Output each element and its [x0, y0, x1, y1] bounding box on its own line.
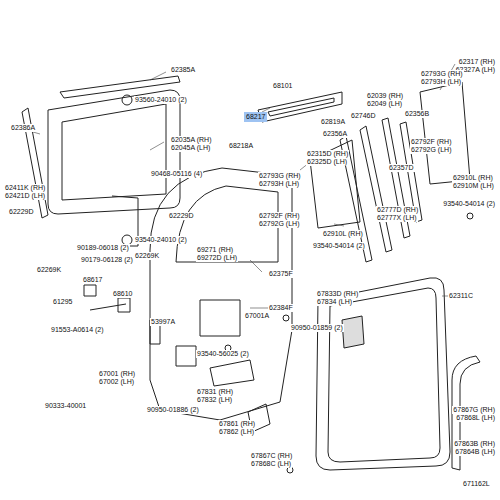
part-number: 67867G (RH) — [452, 406, 496, 414]
part-number: 62357D — [388, 164, 415, 172]
part-number: 68610 — [112, 290, 133, 298]
part-number: 62910L (RH) — [322, 230, 364, 238]
part-number: 62777D (RH) — [376, 206, 419, 214]
part-number: 671162L — [462, 480, 491, 488]
door-panel-hole — [200, 300, 240, 336]
part-number: 62269K — [36, 266, 62, 274]
part-number: 62746D — [350, 112, 377, 120]
part-number: 62792G (LH) — [258, 220, 300, 228]
part-number: 67832 (LH) — [196, 396, 233, 404]
part-number: 62311C — [448, 292, 474, 300]
part-number: 62793H (LH) — [420, 78, 462, 86]
part-number: 68218A — [228, 142, 254, 150]
part-number: 67867C (RH) — [250, 452, 293, 460]
screw-symbol — [122, 95, 132, 105]
part-number: 67834 (LH) — [316, 298, 353, 306]
part-number: 69271 (RH) — [196, 246, 234, 254]
part-number: 67833D (RH) — [316, 290, 359, 298]
part-number: 67863B (RH) — [453, 440, 496, 448]
part-number: 62317 (RH) — [458, 58, 496, 66]
part-number: 62792F (RH) — [410, 138, 452, 146]
part-number: 68101 — [272, 82, 293, 90]
part-number: 93540-54014 (2) — [312, 242, 366, 250]
rod — [90, 304, 126, 310]
screw — [467, 213, 473, 219]
part-number: 53997A — [150, 318, 176, 326]
part-number: 62421D (LH) — [4, 192, 46, 200]
part-number: 62819A — [320, 118, 346, 126]
part-number: 62035A (RH) — [170, 136, 212, 144]
quarter-glass — [420, 82, 470, 184]
part-number: 67001 (RH) — [98, 370, 136, 378]
window-frame — [48, 90, 180, 214]
part-number: 62384F — [268, 304, 294, 312]
part-number: 67002 (LH) — [98, 378, 135, 386]
part-number: 62045A (LH) — [170, 144, 211, 152]
part-number: 90468-05116 (4) — [150, 170, 203, 178]
part-number: 93540-56025 (2) — [196, 350, 250, 358]
seal-patch — [342, 316, 364, 348]
door-panel-hole — [176, 346, 196, 366]
part-number: 62793H (LH) — [258, 180, 300, 188]
part-number: 61295 — [52, 298, 73, 306]
part-number: 62315D (RH) — [306, 150, 349, 158]
part-number: 62793G (RH) — [420, 70, 464, 78]
door-shell — [150, 168, 292, 420]
part-number: 62792G (LH) — [410, 146, 452, 154]
part-number: 93560-24010 (2) — [134, 96, 188, 104]
part-number: 62910M (LH) — [452, 182, 495, 190]
part-number: 62039 (RH) — [366, 92, 404, 100]
part-number: 62792F (RH) — [258, 212, 300, 220]
part-number: 90179-06128 (2) — [80, 256, 134, 264]
part-number: 68617 — [82, 276, 103, 284]
leader-line — [250, 260, 262, 272]
part-number: 67862 (LH) — [218, 428, 255, 436]
part-number: 62229D — [168, 212, 195, 220]
callout-number: 68217 — [244, 112, 267, 122]
part-number: 67831 (RH) — [196, 388, 234, 396]
part-number: 67868L (LH) — [455, 414, 496, 422]
part-number: 90333-40001 — [44, 402, 87, 410]
leader-line — [150, 72, 166, 80]
door-weatherstrip — [316, 278, 450, 470]
part-number: 90189-06018 (2) — [76, 244, 130, 252]
part-number: 62910L (RH) — [452, 174, 494, 182]
top-molding — [60, 76, 180, 98]
part-number: 62269K — [134, 252, 160, 260]
part-number: 62356B — [404, 110, 430, 118]
part-number: 67861 (RH) — [218, 420, 256, 428]
vent-glass — [268, 98, 334, 116]
part-number: 69272D (LH) — [196, 254, 238, 262]
part-number: 62385A — [170, 66, 196, 74]
part-number: 62356A — [322, 130, 348, 138]
run-channel — [360, 126, 392, 252]
hinge — [84, 285, 96, 296]
part-number: 62386A — [10, 124, 36, 132]
part-number: 91553-A0614 (2) — [50, 326, 105, 334]
leader-line — [250, 308, 268, 309]
part-number: 93540-24010 (2) — [134, 236, 188, 244]
part-number: 62375F — [268, 270, 294, 278]
leader-line — [334, 224, 344, 226]
leader-line — [150, 142, 164, 150]
part-number: 62229D — [8, 208, 35, 216]
part-number: 62777X (LH) — [376, 214, 418, 222]
part-number: 67868C (LH) — [250, 460, 292, 468]
part-number: 93540-54014 (2) — [442, 200, 496, 208]
window-frame-inner — [62, 104, 166, 200]
part-number: 62411K (RH) — [4, 184, 46, 192]
part-number: 62325D (LH) — [306, 158, 348, 166]
part-number: 62049 (LH) — [366, 100, 403, 108]
part-number: 90950-01886 (2) — [146, 406, 200, 414]
part-number: 62793G (RH) — [258, 172, 302, 180]
door-panel-hole — [210, 360, 254, 386]
part-number: 67001A — [244, 312, 270, 320]
part-number: 67864B (LH) — [454, 448, 496, 456]
bolt — [283, 315, 289, 321]
part-number: 90950-01859 (2) — [290, 324, 344, 332]
door-weatherstrip-inner — [328, 288, 440, 462]
highlighted-callout: 68217 — [244, 112, 267, 122]
